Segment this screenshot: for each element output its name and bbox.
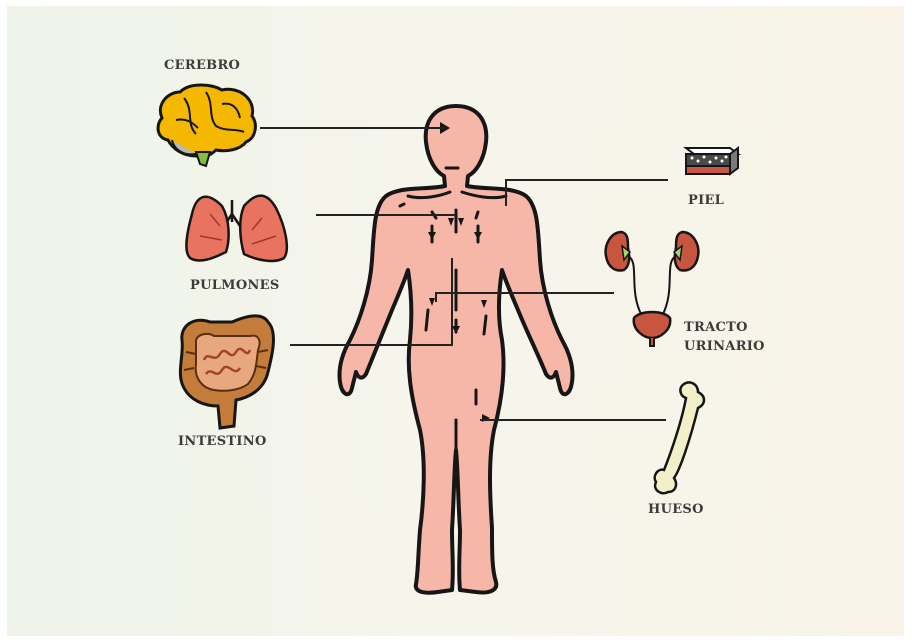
label-hueso: HUESO bbox=[648, 502, 704, 517]
brain-illustration bbox=[158, 85, 255, 166]
bone-illustration bbox=[655, 382, 704, 493]
label-intestino: INTESTINO bbox=[178, 434, 267, 449]
label-cerebro: CEREBRO bbox=[164, 58, 240, 73]
skin-illustration bbox=[686, 148, 738, 174]
intestine-illustration bbox=[180, 316, 273, 428]
lungs-illustration bbox=[186, 196, 286, 261]
label-tracto-urinario: TRACTO URINARIO bbox=[684, 318, 794, 356]
label-piel: PIEL bbox=[688, 193, 724, 208]
label-pulmones: PULMONES bbox=[190, 278, 280, 293]
label-tracto: TRACTO bbox=[684, 318, 794, 337]
label-urinario: URINARIO bbox=[684, 337, 794, 356]
